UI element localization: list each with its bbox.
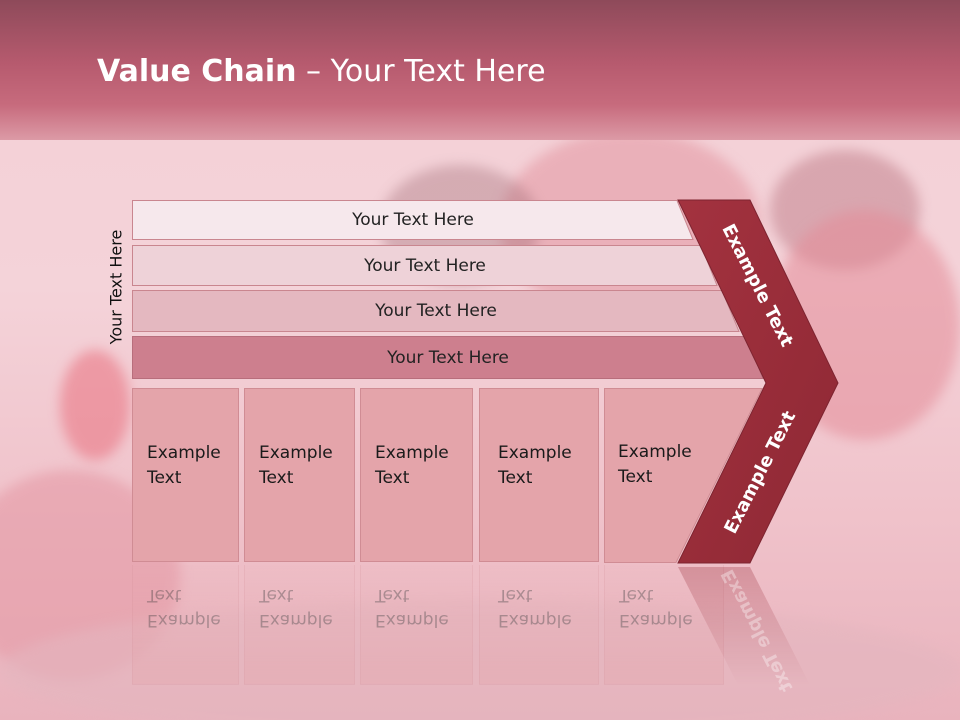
activity-box-5-shape <box>604 388 763 563</box>
support-band-4-label: Your Text Here <box>387 347 509 368</box>
activity-box-3-line2: Text <box>375 468 410 488</box>
chevron-reflection <box>678 567 810 685</box>
activity-box-5-line2: Text <box>618 467 653 487</box>
support-band-3-shape <box>132 290 740 332</box>
activity-box-4: Example Text <box>479 388 599 562</box>
support-band-2-label: Your Text Here <box>364 255 486 276</box>
support-band-2: Your Text Here <box>132 245 718 286</box>
support-band-2-shape <box>132 245 718 286</box>
activity-box-1-line2: Text <box>147 468 182 488</box>
support-band-3-label: Your Text Here <box>375 301 497 321</box>
activity-box-5-line1: Example <box>618 442 692 462</box>
margin-chevron <box>677 199 839 564</box>
activity-box-1-reflection: Example Text <box>132 565 239 685</box>
support-band-1-shape <box>132 200 694 240</box>
activity-box-1: Example Text <box>132 388 239 562</box>
reflection-1-line2: Text <box>147 585 182 605</box>
reflection-4-line2: Text <box>498 585 533 605</box>
activity-box-1-line1: Example <box>147 443 221 463</box>
activity-box-2-line1: Example <box>259 443 333 463</box>
activity-box-2-reflection: Example Text <box>244 565 355 685</box>
reflection-3-line2: Text <box>375 585 410 605</box>
activity-box-3-reflection: Example Text <box>360 565 473 685</box>
reflection-1-line1: Example <box>147 610 221 630</box>
activity-box-4-reflection: Example Text <box>479 565 599 685</box>
activity-box-4-line2: Text <box>498 468 533 488</box>
reflection-3-line1: Example <box>375 610 449 630</box>
reflection-2-line1: Example <box>259 610 333 630</box>
activity-box-2: Example Text <box>244 388 355 562</box>
support-band-1-label: Your Text Here <box>352 210 474 230</box>
activity-box-2-line2: Text <box>259 468 294 488</box>
activity-box-3: Example Text <box>360 388 473 562</box>
title-band <box>0 0 960 140</box>
side-label: Your Text Here <box>106 229 126 345</box>
chevron-shape <box>677 199 839 564</box>
reflection-2-line2: Text <box>259 585 294 605</box>
support-band-4: Your Text Here <box>132 336 764 379</box>
slide-title: Value Chain – Your Text Here <box>97 54 546 89</box>
activity-box-4-line1: Example <box>498 443 572 463</box>
support-band-4-shape <box>132 336 764 379</box>
support-band-1: Your Text Here <box>132 200 694 240</box>
reflection-4-line1: Example <box>498 610 572 630</box>
activity-box-3-line1: Example <box>375 443 449 463</box>
support-band-3: Your Text Here <box>132 290 740 332</box>
